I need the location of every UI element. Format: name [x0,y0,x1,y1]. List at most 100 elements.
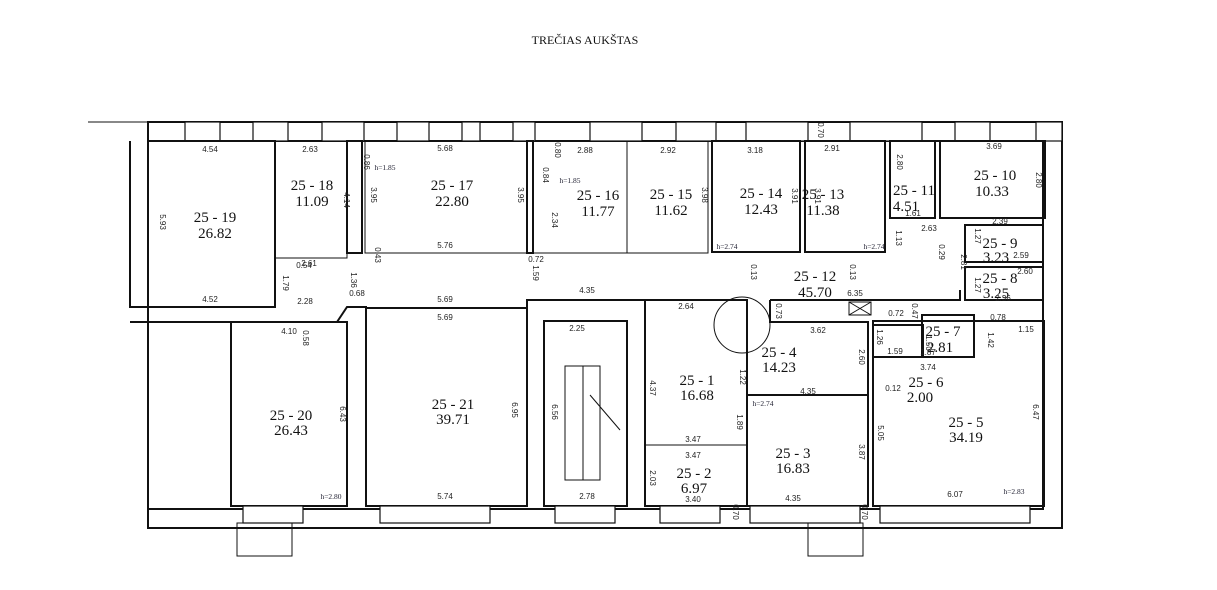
dimension-label: 2.60 [1017,267,1033,276]
dimension-label: 3.47 [685,451,701,460]
ceiling-height-label: h=2.74 [752,399,773,408]
dimension-label: 0.47 [910,303,919,319]
dimension-label: 2.39 [992,217,1008,226]
room-number: 25 - 20 [270,408,313,424]
room-number: 25 - 11 [893,183,935,199]
room-number: 25 - 21 [432,397,475,413]
room-area: 10.33 [975,184,1009,200]
dimension-label: 3.87 [857,444,866,460]
room-25-2: 25 - 26.97 [677,466,712,497]
dimension-label: 2.59 [1013,251,1029,260]
dimension-label: 5.93 [158,214,167,230]
room-number: 25 - 13 [802,187,845,203]
dimension-label: 2.34 [550,212,559,228]
dimension-label: 2.81 [959,254,968,270]
dimension-label: 2.36 [995,294,1011,303]
dimension-label: 4.35 [800,387,816,396]
dimension-label: 3.98 [700,187,709,203]
room-number: 25 - 18 [291,178,334,194]
room-area: 22.80 [435,194,469,210]
dimension-label: 2.64 [678,302,694,311]
dimension-label: 6.95 [510,402,519,418]
dimension-label: 0.70 [860,504,869,520]
room-area: 6.97 [681,481,708,497]
dimension-label: 1.59 [531,265,540,281]
dimension-label: 3.40 [685,495,701,504]
dimension-label: 1.42 [986,332,995,348]
dimension-label: 1.13 [894,230,903,246]
room-number: 25 - 16 [577,188,620,204]
room-number: 25 - 4 [762,345,797,361]
room-number: 25 - 19 [194,210,237,226]
walls [88,121,1063,557]
dimension-label: 0.29 [937,244,946,260]
room-number: 25 - 8 [983,271,1018,287]
room-number: 25 - 12 [794,269,837,285]
room-area: 26.43 [274,423,308,439]
dimension-label: 4.14 [342,192,351,208]
room-25-11: 25 - 114.51 [893,183,935,215]
room-area: 3.25 [983,286,1009,302]
room-number: 25 - 3 [776,446,811,462]
dimension-label: 2.03 [648,470,657,486]
room-area: 11.77 [581,204,615,220]
dimension-label: 4.37 [648,380,657,396]
dimension-label: 0.43 [373,247,382,263]
room-area: 11.62 [654,203,687,219]
dimension-label: 2.91 [824,144,840,153]
dimension-label: 2.60 [857,349,866,365]
room-area: 4.51 [893,199,919,215]
dimension-label: 3.95 [369,187,378,203]
room-25-1: 25 - 116.68 [680,373,715,404]
dimension-label: 0.54 [296,261,312,270]
dimension-label: 1.59 [887,347,903,356]
room-number: 25 - 7 [926,324,961,340]
dimension-label: 0.68 [349,289,365,298]
dimension-label: 1.89 [735,414,744,430]
dimension-label: 0.73 [774,303,783,319]
room-area: 16.83 [776,461,810,477]
dimension-label: 3.91 [790,188,799,204]
dimension-label: 1.15 [1018,325,1034,334]
ceiling-height-label: h=1.85 [374,163,395,172]
dimension-label: 3.95 [516,187,525,203]
windows-bottom [236,505,1031,557]
dimension-label: 2.80 [1034,172,1043,188]
dimension-label: 1.27 [973,228,982,244]
room-number: 25 - 15 [650,187,693,203]
room-area: 16.68 [680,388,714,404]
dimension-label: 2.80 [895,154,904,170]
dimension-label: 0.80 [553,142,562,158]
dimension-label: 0.78 [990,313,1006,322]
ceiling-height-label: h=2.74 [863,242,884,251]
dimension-label: 3.91 [813,188,822,204]
dimension-label: 4.35 [579,286,595,295]
room-25-6: 25 - 62.00 [907,375,944,406]
dimension-label: 0.58 [301,330,310,346]
room-number: 25 - 17 [431,178,474,194]
dimension-label: 1.27 [973,277,982,293]
dimension-label: 3.62 [810,326,826,335]
room-area: 2.81 [927,340,953,356]
dimension-label: 6.56 [550,404,559,420]
dimension-label: 4.10 [281,327,297,336]
dimension-label: 2.63 [302,145,318,154]
dimension-label: 5.74 [437,492,453,501]
room-area: 39.71 [436,412,470,428]
ceiling-height-label: h=2.80 [320,492,341,501]
dimension-label: 5.69 [437,313,453,322]
room-25-8: 25 - 83.25 [983,271,1018,302]
room-area: 11.38 [806,203,839,219]
